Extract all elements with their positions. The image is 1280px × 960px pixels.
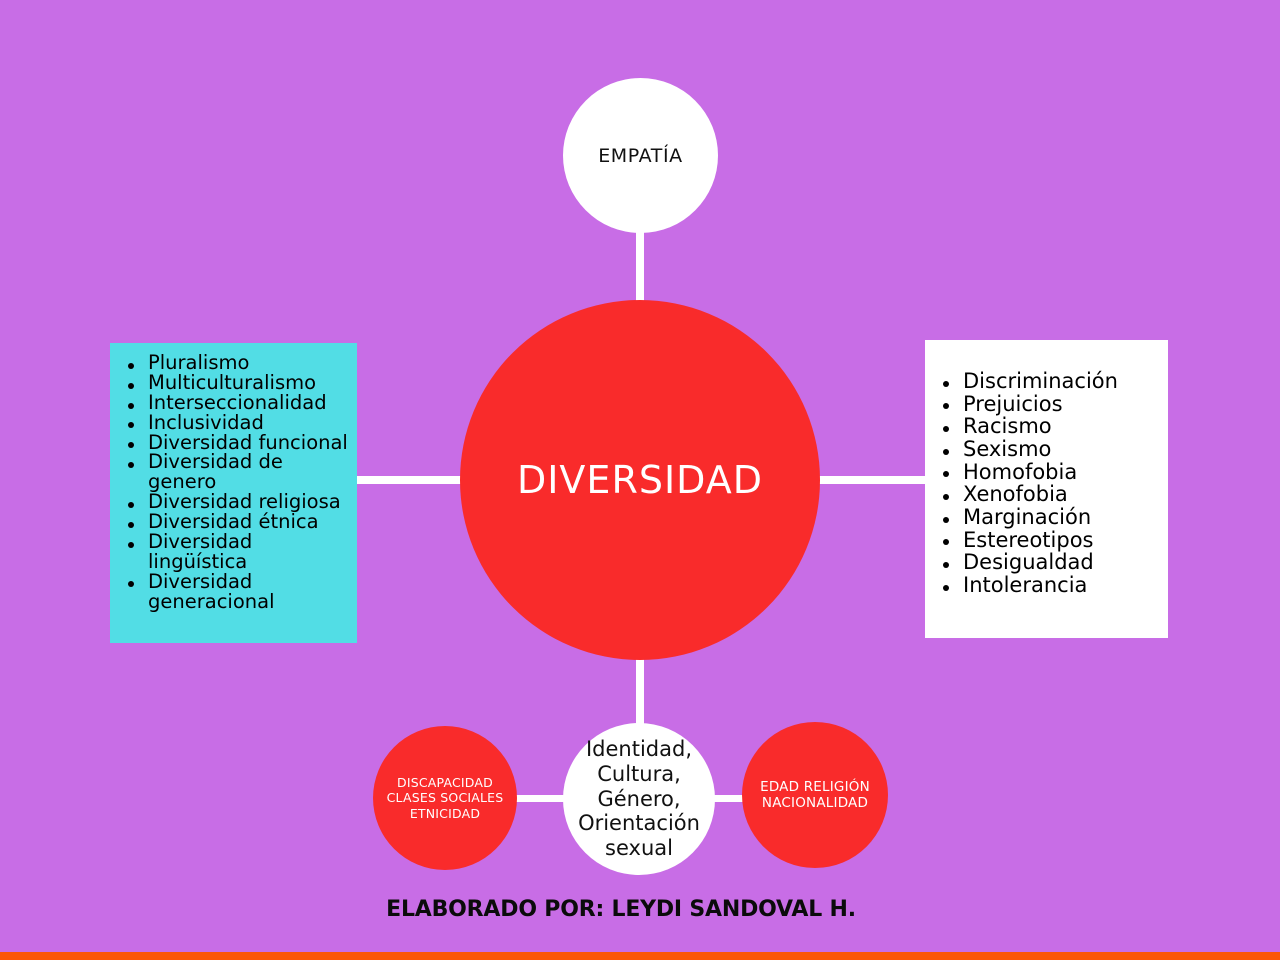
panel-diversity-concepts: Pluralismo Multiculturalismo Interseccio… (110, 343, 357, 643)
list-item: Homofobia (925, 461, 1164, 484)
list-item: Diversidad generacional (110, 571, 353, 612)
node-identidad-label: Identidad, Cultura, Género, Orientación … (578, 737, 700, 861)
node-identidad-cultura-genero[interactable]: Identidad, Cultura, Género, Orientación … (563, 723, 715, 875)
list-item: Diversidad funcional (110, 432, 353, 453)
panel-discrimination-terms: Discriminación Prejuicios Racismo Sexism… (925, 340, 1168, 638)
list-item: Diversidad lingüística (110, 531, 353, 572)
list-item: Racismo (925, 415, 1164, 438)
list-item: Xenofobia (925, 483, 1164, 506)
connector-center-to-empatia (636, 222, 644, 312)
bottom-accent-bar (0, 952, 1280, 960)
node-empatia[interactable]: EMPATÍA (563, 78, 718, 233)
connector-center-to-bottom-node (636, 650, 644, 740)
node-discapacidad-clases-etnicidad[interactable]: DISCAPACIDAD CLASES SOCIALES ETNICIDAD (373, 726, 517, 870)
list-item: Desigualdad (925, 551, 1164, 574)
node-diversidad[interactable]: DIVERSIDAD (460, 300, 820, 660)
list-item: Diversidad étnica (110, 512, 353, 532)
list-item: Prejuicios (925, 392, 1164, 416)
node-discapacidad-label: DISCAPACIDAD CLASES SOCIALES ETNICIDAD (386, 775, 504, 821)
list-item: Sexismo (925, 438, 1164, 461)
connector-bottom-right (705, 795, 753, 802)
left-panel-list: Pluralismo Multiculturalismo Interseccio… (110, 353, 353, 611)
list-item: Pluralismo (110, 353, 353, 373)
list-item: Diversidad religiosa (110, 492, 353, 512)
node-diversidad-label: DIVERSIDAD (516, 458, 764, 502)
list-item: Estereotipos (925, 529, 1164, 552)
list-item: Multiculturalismo (110, 372, 353, 393)
list-item: Marginación (925, 506, 1164, 529)
connector-center-to-right-panel (812, 476, 934, 484)
list-item: Intolerancia (925, 574, 1164, 597)
list-item: Diversidad de genero (110, 452, 353, 492)
list-item: Discriminación (925, 370, 1164, 393)
connector-center-to-left-panel (340, 476, 470, 484)
footer-credit: ELABORADO POR: LEYDI SANDOVAL H. (386, 897, 856, 922)
right-panel-list: Discriminación Prejuicios Racismo Sexism… (925, 370, 1164, 597)
node-edad-label: EDAD RELIGIÓN NACIONALIDAD (760, 778, 870, 811)
list-item: Interseccionalidad (110, 392, 353, 413)
node-edad-religion-nacionalidad[interactable]: EDAD RELIGIÓN NACIONALIDAD (742, 722, 888, 868)
connector-bottom-left (500, 795, 575, 802)
list-item: Inclusividad (110, 412, 353, 433)
node-empatia-label: EMPATÍA (598, 144, 683, 167)
